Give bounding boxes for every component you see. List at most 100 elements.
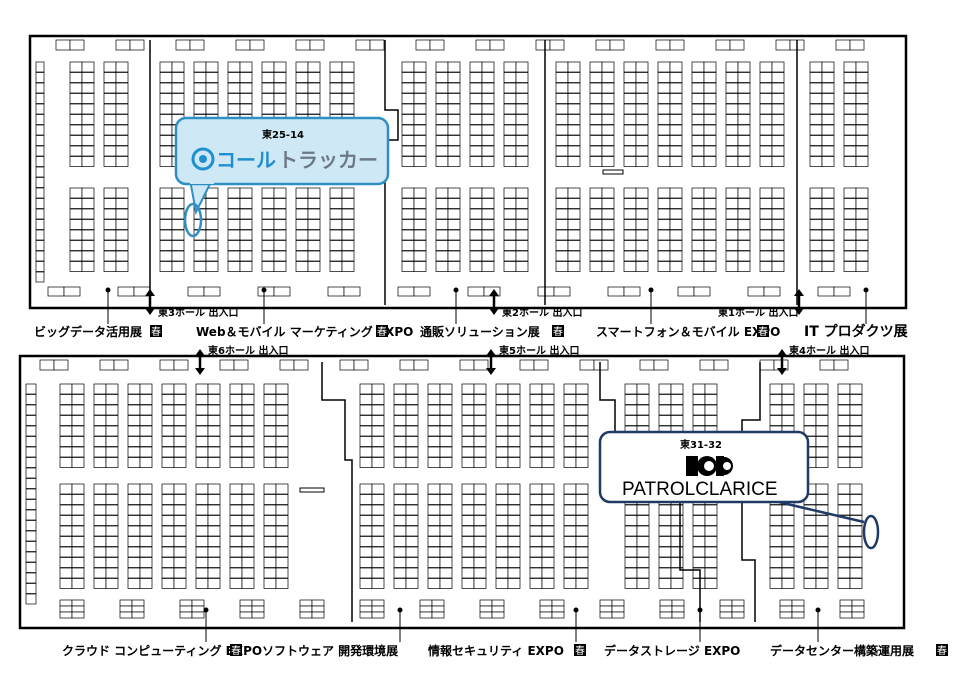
booth-block [575, 494, 589, 505]
booth-block [405, 504, 419, 516]
booth-block [447, 219, 461, 230]
booth-block [635, 124, 649, 136]
booth-block [103, 156, 117, 167]
booth-block [439, 546, 453, 558]
booth-block [69, 261, 83, 272]
booth-location-marker[interactable] [183, 202, 203, 238]
booth-block [205, 93, 219, 104]
booth-block [115, 93, 129, 104]
booth-block [473, 504, 487, 516]
booth-block [435, 114, 449, 125]
booth-block [575, 557, 589, 568]
booth-block [71, 425, 85, 437]
booth-block [229, 425, 243, 437]
booth-block [563, 494, 577, 505]
booth-block [81, 261, 95, 272]
booth-block [311, 599, 325, 607]
booth-block [139, 425, 153, 437]
booth-block [69, 135, 83, 146]
booth-block [657, 61, 671, 73]
booth-block [393, 546, 407, 558]
booth-block [495, 504, 509, 516]
booth-block [435, 198, 449, 209]
booth-block [81, 145, 95, 157]
booth-block [159, 208, 173, 220]
booth-block [439, 494, 453, 505]
booth-block [173, 394, 187, 405]
booth-block [447, 114, 461, 125]
booth-block [229, 515, 243, 526]
booth-block [809, 198, 823, 209]
booth-block [229, 494, 243, 505]
booth-callout-patrolclarice[interactable]: 東31-32 PATROLCLARICE [598, 430, 880, 550]
booth-block [427, 457, 441, 468]
booth-block [263, 504, 277, 516]
booth-block [261, 240, 275, 251]
booth-block [171, 219, 185, 230]
booth-block [127, 425, 141, 437]
booth-block [173, 494, 187, 505]
booth-block [359, 611, 373, 619]
booth-block [59, 404, 73, 416]
booth-block [469, 198, 483, 209]
booth-block [263, 446, 277, 458]
booth-block [515, 103, 529, 115]
booth-block [563, 546, 577, 558]
booth-block [25, 425, 37, 437]
booth-block [670, 383, 684, 395]
booth-block [195, 457, 209, 468]
booth-block [729, 39, 745, 51]
booth-block [161, 415, 175, 426]
booth-block [103, 114, 117, 125]
booth-block [481, 72, 495, 83]
booth-block [401, 219, 415, 230]
booth-block [59, 525, 73, 537]
booth-block [393, 436, 407, 447]
booth-block [307, 61, 321, 73]
booth-block [431, 599, 445, 607]
booth-block [439, 404, 453, 416]
booth-block [815, 494, 829, 505]
booth-block [821, 82, 835, 94]
booth-block [159, 219, 173, 230]
booth-block [161, 404, 175, 416]
booth-block [725, 261, 739, 272]
booth-block [537, 286, 555, 297]
booth-block [692, 394, 706, 405]
exhibition-label: 通販ソリューション展 [420, 324, 540, 339]
booth-block [299, 605, 313, 613]
booth-block [115, 250, 129, 262]
booth-block [469, 72, 483, 83]
booth-block [473, 404, 487, 416]
booth-block [515, 208, 529, 220]
booth-block [393, 425, 407, 437]
booth-block [81, 61, 95, 73]
booth-callout-calltracker[interactable]: 東25-14 コール トラッカー [174, 116, 390, 238]
booth-block [263, 515, 277, 526]
booth-block [369, 39, 385, 51]
exhibition-label: ソフトウェア 開発環境展 [262, 643, 398, 658]
booth-block [53, 359, 69, 371]
booth-block [413, 198, 427, 209]
booth-location-marker[interactable] [862, 514, 880, 550]
hall-entrance-label: 東4ホール 出入口 [789, 344, 869, 357]
booth-block [413, 124, 427, 136]
booth-block [393, 504, 407, 516]
booth-block [849, 557, 863, 568]
booth-block [309, 39, 325, 51]
booth-block [555, 114, 569, 125]
booth-block [843, 93, 857, 104]
booth-block [669, 93, 683, 104]
booth-block [503, 72, 517, 83]
booth-block [371, 525, 385, 537]
booth-block [601, 208, 615, 220]
booth-block [273, 219, 287, 230]
booth-block [669, 208, 683, 220]
booth-block [105, 483, 119, 495]
booth-block [405, 546, 419, 558]
booth-block [129, 39, 145, 51]
booth-block [229, 578, 243, 589]
booth-block [575, 415, 589, 426]
booth-block [843, 61, 857, 73]
booth-block [781, 557, 795, 568]
